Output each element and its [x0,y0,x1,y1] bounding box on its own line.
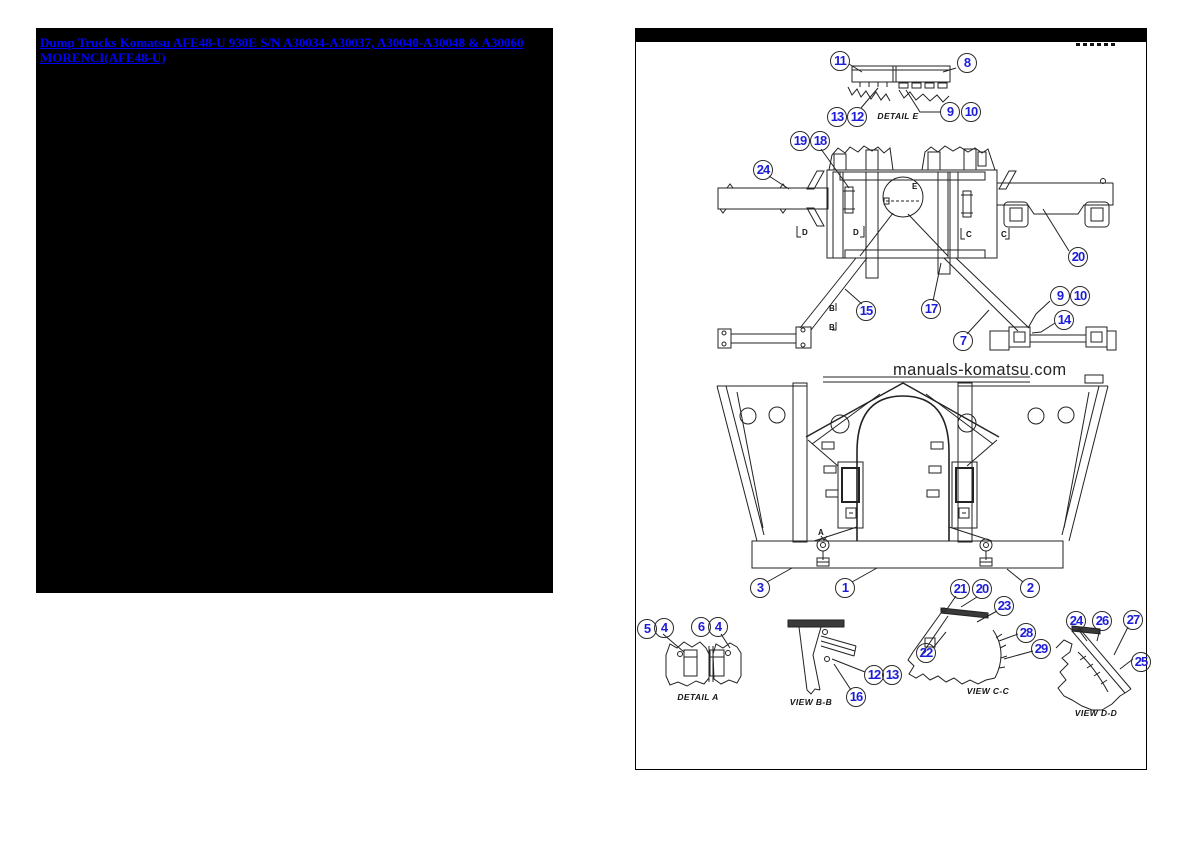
view-cc-drawing [907,607,1008,685]
view-bb-drawing [787,619,857,695]
document-title-link[interactable]: Dump Trucks Komatsu AFE48-U 930E S/N A30… [40,35,524,65]
front-view-drawing [716,374,1109,569]
parts-diagram-lineart [662,43,1134,711]
detail-e-drawing [847,65,951,103]
left-black-panel: Dump Trucks Komatsu AFE48-U 930E S/N A30… [36,28,553,593]
view-dd-drawing [1055,625,1132,711]
plan-view-drawing [717,145,1117,351]
detail-a-drawing [665,641,742,687]
page-ref-partial [1076,43,1115,46]
parts-diagram-panel [635,28,1147,770]
panel-top-bar [635,28,1147,42]
